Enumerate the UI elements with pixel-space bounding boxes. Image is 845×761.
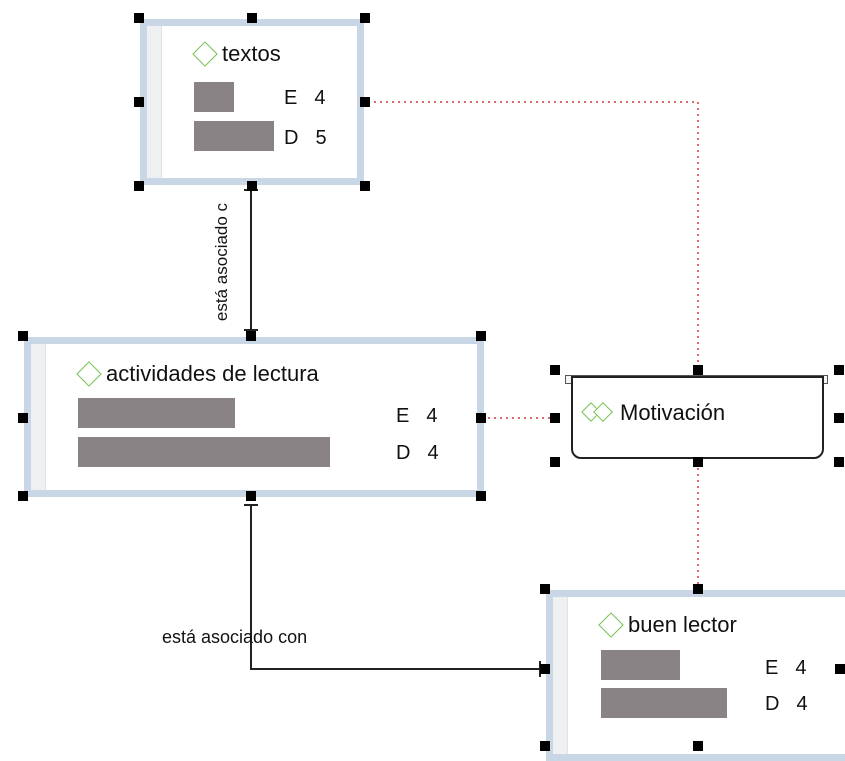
resize-handle-tl[interactable] [18, 331, 28, 341]
e-label: E [765, 657, 780, 679]
resize-handle-bl[interactable] [540, 741, 550, 751]
e-value: 4 [426, 405, 439, 427]
resize-handle-tr[interactable] [360, 13, 370, 23]
node-title: buen lector [598, 612, 737, 638]
e-bar [78, 398, 235, 428]
d-value: 4 [796, 693, 809, 715]
resize-handle-br[interactable] [476, 491, 486, 501]
node-title-text: textos [222, 41, 281, 66]
e-value: 4 [795, 657, 808, 679]
node-title: actividades de lectura [76, 361, 319, 387]
diamond-icon [192, 41, 218, 67]
group-motivacion[interactable] [571, 376, 824, 459]
e-label: E [396, 405, 411, 427]
relation-line-actividades-buenlector[interactable] [250, 505, 540, 670]
d-value: 5 [315, 127, 328, 149]
group-handle-bl[interactable] [550, 457, 560, 467]
diamond-icon [76, 361, 102, 387]
d-value: 4 [427, 442, 440, 464]
resize-handle-bm[interactable] [693, 741, 703, 751]
resize-handle-ml[interactable] [540, 664, 550, 674]
resize-handle-bm[interactable] [246, 491, 256, 501]
resize-handle-ml[interactable] [134, 97, 144, 107]
d-bar [78, 437, 330, 467]
node-stripe [553, 597, 568, 754]
node-title-text: buen lector [628, 612, 737, 637]
relation-label-vertical[interactable]: está asociado c [212, 200, 232, 324]
double-diamond-icon [581, 401, 616, 425]
resize-handle-ml[interactable] [18, 413, 28, 423]
resize-handle-mr[interactable] [360, 97, 370, 107]
d-label: D [765, 693, 781, 715]
group-handle-bm[interactable] [693, 457, 703, 467]
node-stripe [31, 344, 46, 490]
node-title: textos [192, 41, 281, 67]
resize-handle-bl[interactable] [18, 491, 28, 501]
resize-handle-tm[interactable] [246, 331, 256, 341]
d-label: D [284, 127, 300, 149]
resize-handle-bm[interactable] [247, 181, 257, 191]
e-value: 4 [314, 87, 327, 109]
node-title-text: actividades de lectura [106, 361, 319, 386]
e-label: E [284, 87, 299, 109]
resize-handle-bl[interactable] [134, 181, 144, 191]
resize-handle-tm[interactable] [693, 584, 703, 594]
group-handle-tm[interactable] [693, 365, 703, 375]
e-bar [601, 650, 680, 680]
e-bar [194, 82, 234, 112]
resize-handle-tr[interactable] [476, 331, 486, 341]
group-handle-tr[interactable] [834, 365, 844, 375]
resize-handle-mr[interactable] [476, 413, 486, 423]
diamond-icon [598, 612, 624, 638]
d-bar [194, 121, 274, 151]
group-title-text: Motivación [620, 400, 726, 425]
group-handle-ml[interactable] [550, 413, 560, 423]
relation-label-horizontal[interactable]: está asociado con [162, 627, 308, 647]
resize-handle-tm[interactable] [247, 13, 257, 23]
node-stripe [147, 26, 162, 178]
group-handle-br[interactable] [834, 457, 844, 467]
group-title: Motivación [581, 400, 726, 425]
d-label: D [396, 442, 412, 464]
resize-handle-mr[interactable] [835, 664, 845, 674]
group-handle-mr[interactable] [834, 413, 844, 423]
resize-handle-tl[interactable] [134, 13, 144, 23]
d-bar [601, 688, 727, 718]
resize-handle-br[interactable] [360, 181, 370, 191]
resize-handle-tl[interactable] [540, 584, 550, 594]
group-handle-tl[interactable] [550, 365, 560, 375]
dotted-link-textos-motivacion[interactable] [362, 101, 699, 370]
